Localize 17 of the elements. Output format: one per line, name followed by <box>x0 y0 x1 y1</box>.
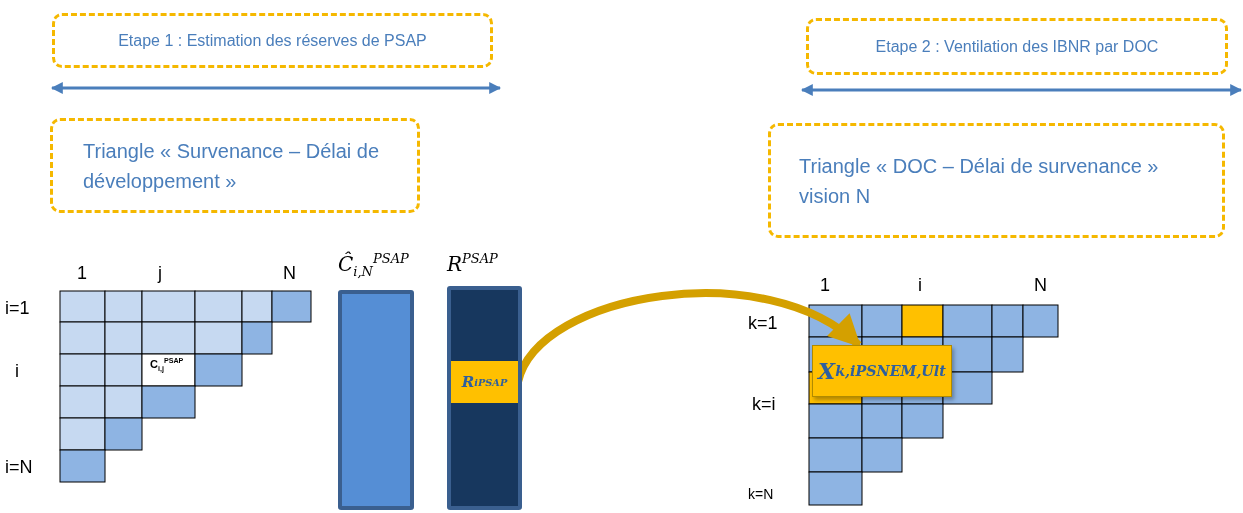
dashed-step-box: Triangle « Survenance – Délai de développement » <box>50 118 420 213</box>
axis-label: i <box>15 362 19 380</box>
axis-label: k=1 <box>748 314 778 332</box>
dashed-step-box: Etape 2 : Ventilation des IBNR par DOC <box>806 18 1228 75</box>
axis-label: 1 <box>820 276 830 294</box>
axis-label: N <box>1034 276 1047 294</box>
axis-label: i=N <box>5 458 33 476</box>
dashed-step-box: Etape 1 : Estimation des réserves de PSAP <box>52 13 493 68</box>
axis-label: k=i <box>752 395 776 413</box>
axis-label: k=N <box>748 487 774 501</box>
axis-label: i=1 <box>5 299 30 317</box>
dashed-step-box: Triangle « DOC – Délai de survenance » vision N <box>768 123 1225 238</box>
axis-label: j <box>158 264 162 282</box>
column-heading: R$^{PSAP}$ <box>447 252 498 274</box>
axis-label: i <box>918 276 922 294</box>
axis-label: 1 <box>77 264 87 282</box>
axis-label: N <box>283 264 296 282</box>
